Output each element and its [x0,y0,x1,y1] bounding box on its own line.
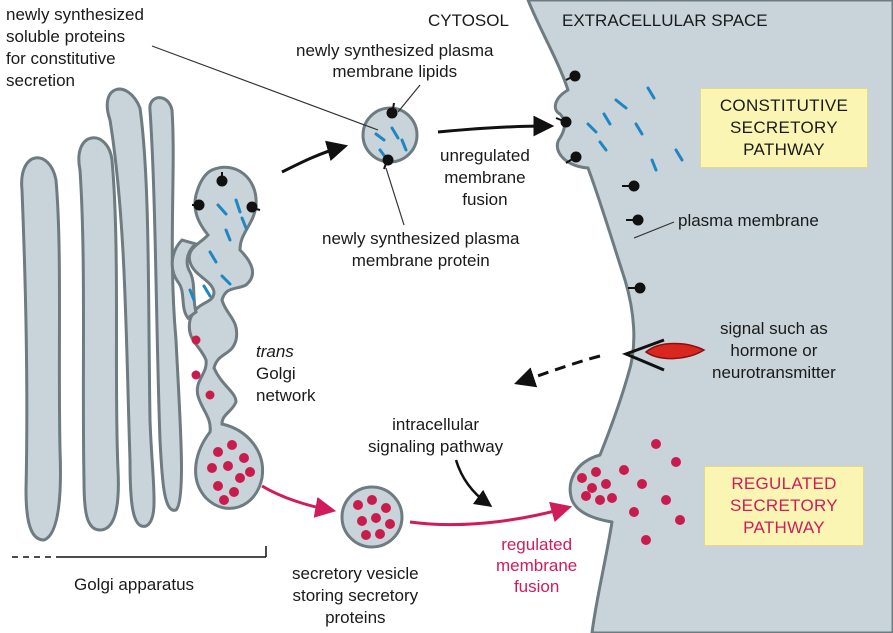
golgi-cisterna-3 [105,87,156,528]
vesicle-to-membrane-arrow [409,501,573,527]
membrane-protein [560,116,572,128]
regulated-fusion-label: regulated membrane fusion [496,535,578,596]
cargo-dash [598,140,608,152]
box-line: PATHWAY [743,518,825,537]
leader-lines [151,45,675,239]
soluble-cargo-proteins [188,86,684,302]
cargo-dash [208,250,218,264]
box-line: REGULATED [731,474,837,493]
cargo-dash [614,98,628,110]
cargo-dash [390,126,400,140]
membrane-protein [193,199,205,211]
trans-golgi-network-label: trans Golgi network [256,342,316,405]
arrow-to-membrane [437,115,555,137]
cargo-dash [240,216,248,230]
membrane-protein [216,175,228,187]
golgi-apparatus [20,87,265,542]
golgi-cisterna-2 [77,136,120,532]
cargo-dash [374,132,386,142]
regulated-pathway-box: REGULATED SECRETORY PATHWAY [704,466,864,546]
secretory-vesicle-label: secretory vesicle storing secretory prot… [292,564,419,627]
trans-golgi-network [187,165,265,510]
box-line: SECRETORY [730,118,838,137]
signal-molecule [644,342,706,360]
secretory-proteins [191,335,685,545]
membrane-protein [632,214,644,226]
membrane-protein [246,201,258,213]
membrane-protein [634,282,646,294]
cargo-dash [586,122,598,134]
membrane-protein-label: newly synthesized plasma membrane protei… [322,229,520,270]
cargo-dash [634,122,644,136]
golgi-to-vesicle-arrow [261,484,337,518]
cargo-dash [646,86,656,100]
cargo-dash [674,148,684,162]
extracellular-space-label: EXTRACELLULAR SPACE [562,11,768,30]
arrow-to-vesicle [281,140,349,174]
golgi-cisterna-4 [148,96,183,512]
cargo-dash [224,228,232,242]
membrane-protein [570,151,582,163]
unregulated-fusion-label: unregulated membrane fusion [440,146,530,209]
intracellular-signaling-label: intracellular signaling pathway [368,415,504,456]
signaling-to-fusion-arrow [454,459,493,508]
cargo-dash [188,288,196,302]
membrane-protein [386,107,398,119]
membrane-protein [628,180,640,192]
membrane-proteins [192,70,646,294]
golgi-bracket [12,546,267,558]
cytosol-label: CYTOSOL [428,11,509,30]
signal-label: signal such as hormone or neurotransmitt… [712,319,836,382]
cargo-dash [216,203,228,216]
receptor [621,338,665,372]
signal-dashed-arrow [514,354,601,388]
cargo-dash [220,274,232,286]
plasma-membrane-label: plasma membrane [678,211,819,230]
cargo-dash [202,284,212,298]
box-line: PATHWAY [743,140,825,159]
constitutive-pathway-box: CONSTITUTIVE SECRETORY PATHWAY [700,88,868,168]
golgi-apparatus-label: Golgi apparatus [74,575,195,594]
box-line: SECRETORY [730,496,838,515]
golgi-cisterna-1 [20,156,62,542]
golgi-branch [170,238,200,321]
membrane-lipids-label: newly synthesized plasma membrane lipids [296,41,494,81]
soluble-proteins-label: newly synthesized soluble proteins for c… [6,5,144,90]
membrane-protein [569,70,581,82]
cargo-dash [234,198,242,214]
membrane-protein [382,154,394,166]
cargo-dash [650,158,658,172]
cargo-dash [602,112,612,126]
cargo-dash [400,138,408,152]
box-line: CONSTITUTIVE [719,96,849,115]
